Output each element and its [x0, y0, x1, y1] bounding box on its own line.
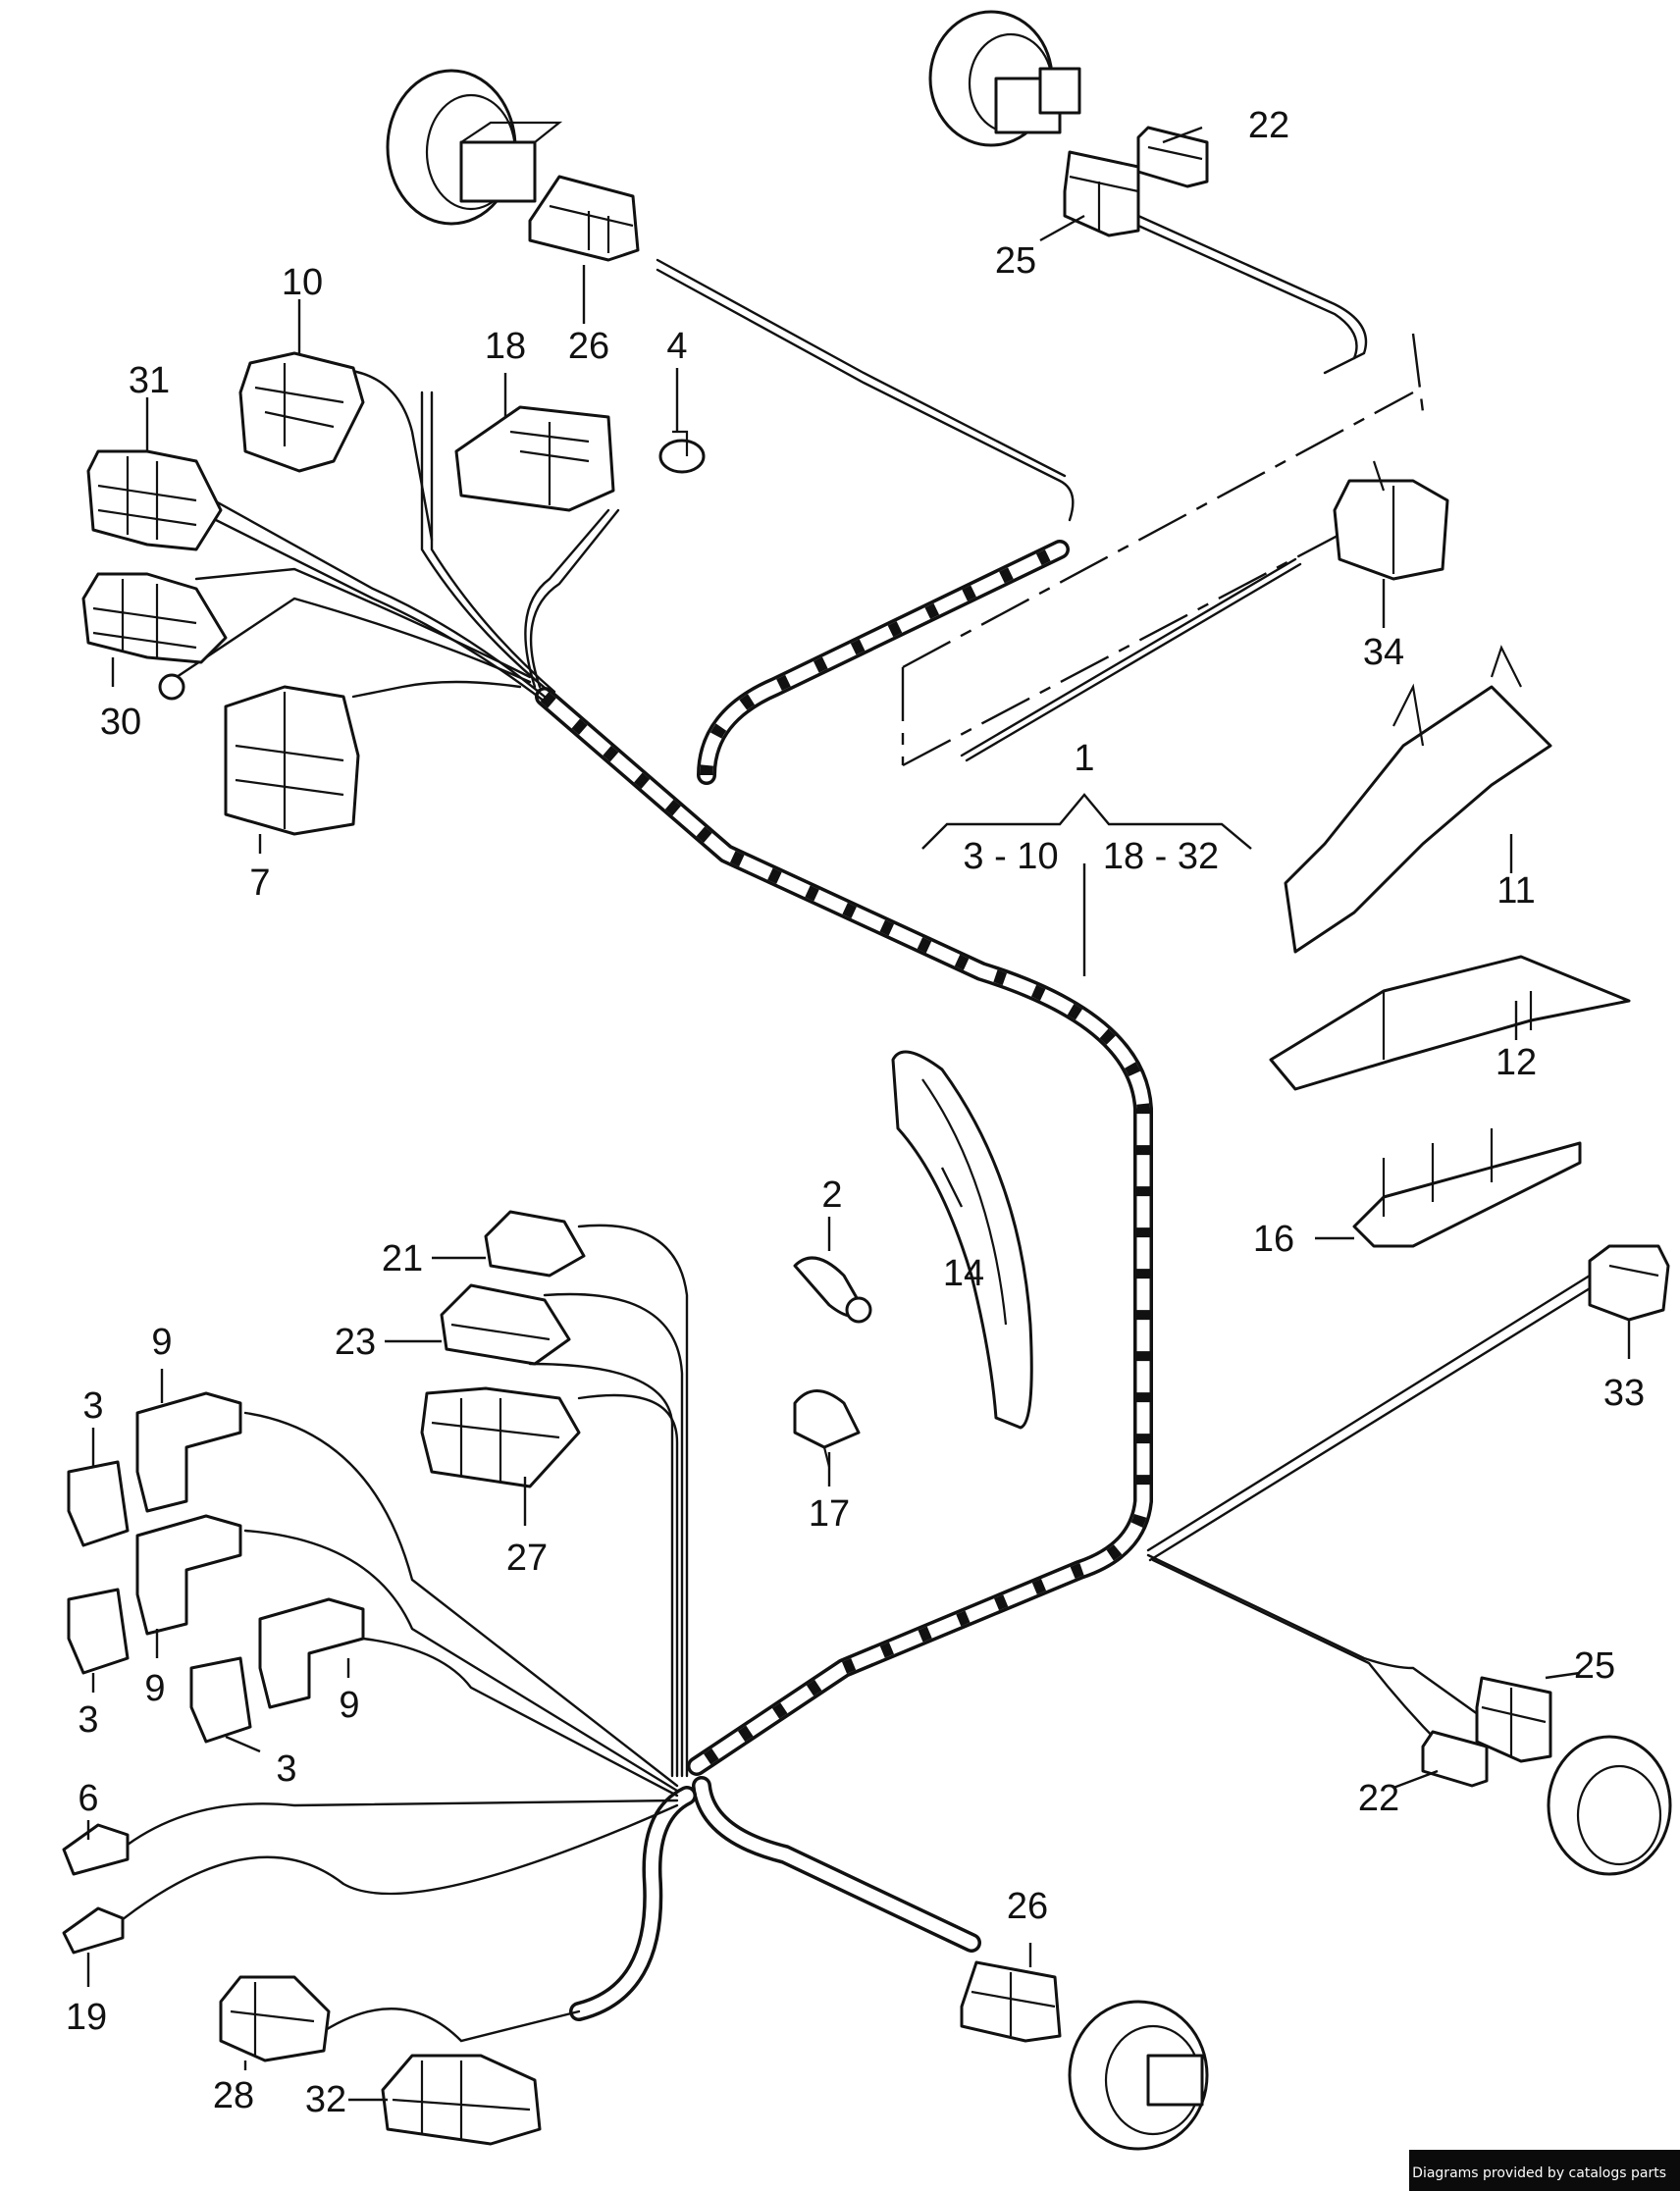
label-part-6: 6 — [78, 1778, 98, 1819]
clip-17 — [793, 1389, 861, 1468]
connector-26-top — [528, 175, 640, 262]
label-part-25a: 25 — [995, 240, 1036, 282]
label-part-3b: 3 — [78, 1699, 98, 1741]
connector-10 — [238, 351, 365, 473]
connector-28 — [219, 1975, 331, 2062]
label-part-33: 33 — [1603, 1373, 1645, 1414]
connector-22-top — [1136, 126, 1209, 188]
connector-7 — [224, 685, 360, 836]
lamp-socket-top-right — [928, 10, 1081, 147]
label-part-3c: 3 — [276, 1748, 296, 1790]
label-part-3a: 3 — [82, 1385, 103, 1427]
bracket-12 — [1269, 955, 1631, 1091]
label-part-25b: 25 — [1574, 1645, 1615, 1687]
clip-4 — [658, 430, 706, 474]
label-part-27: 27 — [506, 1538, 548, 1579]
credit-bar: Diagrams provided by catalogs parts — [1409, 2150, 1680, 2191]
wire-branches — [116, 214, 1597, 2043]
label-part-22a: 22 — [1248, 105, 1289, 146]
connector-22-bottom — [1421, 1730, 1489, 1788]
connector-18 — [454, 405, 615, 512]
label-part-21: 21 — [382, 1238, 423, 1279]
label-group-left-range: 3 - 10 — [963, 836, 1058, 877]
connector-21 — [484, 1210, 586, 1278]
connector-27 — [420, 1386, 581, 1488]
credit-text: Diagrams provided by catalogs parts — [1412, 2165, 1666, 2181]
group-bracket — [921, 793, 1252, 976]
label-part-32: 32 — [305, 2079, 346, 2120]
label-part-10: 10 — [282, 262, 323, 303]
lamp-socket-bottom — [1068, 2000, 1209, 2151]
label-part-2: 2 — [821, 1174, 842, 1216]
label-part-31: 31 — [129, 360, 170, 401]
label-part-26b: 26 — [1007, 1886, 1048, 1927]
connector-32 — [381, 2054, 542, 2146]
label-part-14: 14 — [943, 1253, 984, 1294]
label-part-11: 11 — [1496, 870, 1535, 912]
bracket-16 — [1352, 1128, 1582, 1248]
connector-25-bottom — [1475, 1676, 1552, 1763]
connector-23 — [440, 1283, 571, 1366]
label-part-23: 23 — [335, 1322, 376, 1363]
terminals-6-19 — [62, 1823, 130, 1955]
label-group-total: 1 — [1074, 738, 1094, 779]
label-part-30: 30 — [100, 702, 141, 743]
connector-34 — [1333, 460, 1449, 581]
label-part-34: 34 — [1363, 632, 1404, 673]
leader-lines — [86, 126, 1631, 2102]
label-part-19: 19 — [66, 1997, 107, 2038]
connector-30 — [81, 572, 228, 701]
label-part-7: 7 — [249, 862, 270, 904]
main-harness — [535, 540, 1153, 2021]
connector-25-top — [1063, 150, 1140, 237]
bracket-11 — [1284, 645, 1552, 954]
lamp-socket-bottom-right — [1547, 1735, 1672, 1876]
connector-33 — [1588, 1244, 1670, 1322]
label-part-26a: 26 — [568, 326, 609, 367]
label-part-12: 12 — [1496, 1042, 1537, 1083]
label-part-16: 16 — [1253, 1219, 1294, 1260]
lamp-socket-top-left — [386, 69, 563, 226]
label-part-9c: 9 — [339, 1685, 359, 1726]
label-part-9a: 9 — [151, 1322, 172, 1363]
label-part-28: 28 — [213, 2075, 254, 2116]
clips-9-3-group — [67, 1391, 365, 1744]
connector-31 — [86, 449, 223, 551]
label-part-17: 17 — [809, 1493, 850, 1535]
label-part-22b: 22 — [1358, 1778, 1399, 1819]
clip-2 — [793, 1256, 872, 1324]
label-part-18: 18 — [485, 326, 526, 367]
label-part-4: 4 — [666, 326, 687, 367]
bracket-14 — [891, 1050, 1033, 1430]
callout-labels: 1 3 - 10 18 - 32 2 3 3 3 4 6 7 9 9 9 10 … — [66, 105, 1645, 2120]
label-group-right-range: 18 - 32 — [1103, 836, 1219, 877]
label-part-9b: 9 — [144, 1668, 165, 1709]
connector-26-bottom — [960, 1960, 1062, 2043]
